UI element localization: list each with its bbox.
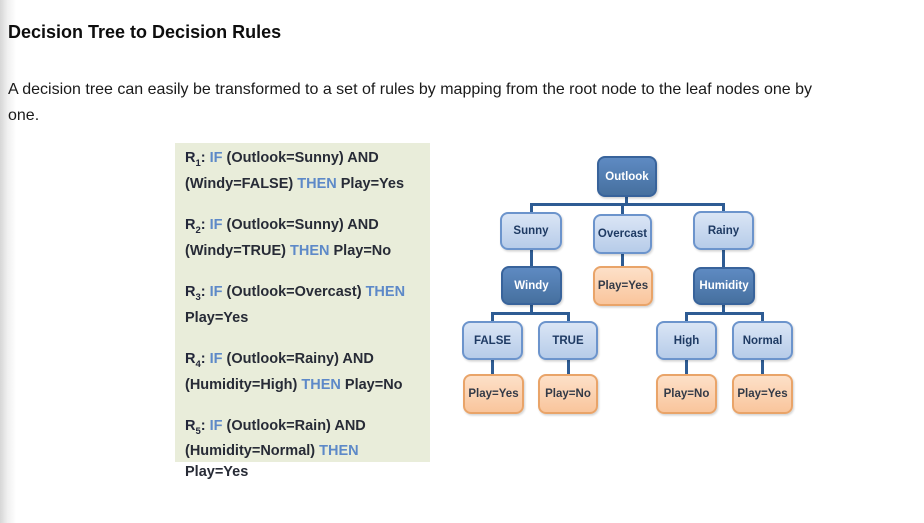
intro-line-2: one. bbox=[8, 107, 40, 124]
tree-node-overcast: Overcast bbox=[593, 214, 652, 254]
rule-text: (Humidity=Normal) bbox=[185, 443, 320, 460]
tree-connector bbox=[685, 312, 764, 315]
tree-connector bbox=[491, 312, 570, 315]
tree-connector bbox=[761, 360, 764, 374]
rule-r1: R1: IF (Outlook=Sunny) AND(Windy=FALSE) … bbox=[185, 148, 422, 195]
rule-keyword: THEN bbox=[290, 242, 330, 259]
tree-connector bbox=[685, 312, 688, 321]
tree-node-play-no-high: Play=No bbox=[656, 374, 717, 414]
tree-node-sunny: Sunny bbox=[500, 212, 562, 250]
tree-node-play-yes-normal: Play=Yes bbox=[732, 374, 793, 414]
rule-text: (Outlook=Rainy) AND bbox=[222, 350, 374, 367]
rule-text: (Humidity=High) bbox=[185, 376, 302, 393]
rule-text: Play=Yes bbox=[185, 464, 249, 481]
rule-line: (Windy=TRUE) THEN Play=No bbox=[185, 241, 422, 262]
rule-line: (Windy=FALSE) THEN Play=Yes bbox=[185, 174, 422, 195]
tree-connector bbox=[491, 360, 494, 374]
tree-node-play-no-true: Play=No bbox=[538, 374, 598, 414]
tree-connector bbox=[567, 312, 570, 321]
rule-text: (Windy=FALSE) bbox=[185, 175, 298, 192]
tree-node-play-yes-false: Play=Yes bbox=[463, 374, 524, 414]
tree-node-rainy: Rainy bbox=[693, 211, 754, 250]
tree-connector bbox=[530, 203, 533, 212]
rule-text: (Outlook=Rain) AND bbox=[222, 417, 366, 434]
rule-line: (Humidity=High) THEN Play=No bbox=[185, 375, 422, 396]
intro-line-1: A decision tree can easily be transforme… bbox=[8, 81, 813, 98]
rule-label: R4: bbox=[185, 350, 210, 370]
rule-line: R5: IF (Outlook=Rain) AND bbox=[185, 416, 422, 442]
rule-label: R5: bbox=[185, 417, 210, 437]
page-title: Decision Tree to Decision Rules bbox=[8, 22, 282, 42]
tree-connector bbox=[530, 250, 533, 266]
rule-label: R2: bbox=[185, 216, 210, 236]
tree-node-humidity: Humidity bbox=[693, 267, 755, 305]
tree-connector bbox=[567, 360, 570, 374]
tree-node-high: High bbox=[656, 321, 717, 360]
tree-node-play-yes-overcast: Play=Yes bbox=[593, 266, 653, 306]
rule-text: Play=No bbox=[329, 242, 392, 259]
rule-r4: R4: IF (Outlook=Rainy) AND(Humidity=High… bbox=[185, 349, 422, 396]
intro-paragraph: A decision tree can easily be transforme… bbox=[8, 77, 924, 129]
tree-node-false: FALSE bbox=[462, 321, 523, 360]
tree-connector bbox=[530, 203, 725, 206]
tree-connector bbox=[625, 197, 628, 206]
rule-line: Play=Yes bbox=[185, 308, 422, 329]
rule-text: (Outlook=Sunny) AND bbox=[222, 150, 379, 166]
rule-keyword: THEN bbox=[365, 283, 406, 300]
rule-line: Play=Yes bbox=[185, 462, 422, 483]
rule-text: (Outlook=Overcast) bbox=[222, 283, 366, 300]
rule-keyword: IF bbox=[209, 350, 223, 367]
rule-line: (Humidity=Normal) THEN bbox=[185, 441, 422, 462]
rules-panel: R1: IF (Outlook=Sunny) AND(Windy=FALSE) … bbox=[175, 143, 430, 480]
tree-connector bbox=[530, 305, 533, 314]
rule-keyword: THEN bbox=[301, 376, 341, 393]
rule-text: Play=Yes bbox=[336, 175, 405, 192]
rule-keyword: THEN bbox=[319, 443, 359, 460]
rule-r2: R2: IF (Outlook=Sunny) AND(Windy=TRUE) T… bbox=[185, 215, 422, 262]
tree-connector bbox=[722, 250, 725, 267]
tree-node-windy: Windy bbox=[501, 266, 562, 305]
tree-connector bbox=[621, 203, 624, 214]
tree-connector bbox=[621, 254, 624, 266]
tree-node-outlook: Outlook bbox=[597, 156, 657, 197]
rule-r5: R5: IF (Outlook=Rain) AND(Humidity=Norma… bbox=[185, 416, 422, 484]
rule-text: Play=No bbox=[340, 376, 403, 393]
rule-text: (Windy=TRUE) bbox=[185, 242, 290, 259]
rule-keyword: IF bbox=[209, 417, 223, 434]
tree-node-normal: Normal bbox=[732, 321, 793, 360]
rule-text: (Outlook=Sunny) AND bbox=[222, 216, 379, 233]
rule-keyword: IF bbox=[209, 150, 223, 166]
tree-connector bbox=[491, 312, 494, 321]
rule-line: R3: IF (Outlook=Overcast) THEN bbox=[185, 282, 422, 308]
tree-connector bbox=[761, 312, 764, 321]
tree-connector bbox=[722, 305, 725, 314]
rule-line: R1: IF (Outlook=Sunny) AND bbox=[185, 148, 422, 174]
rule-keyword: IF bbox=[209, 216, 223, 233]
rule-label: R1: bbox=[185, 150, 210, 169]
rule-label: R3: bbox=[185, 283, 210, 303]
rule-line: R4: IF (Outlook=Rainy) AND bbox=[185, 349, 422, 375]
rule-text: Play=Yes bbox=[185, 309, 249, 326]
tree-node-true: TRUE bbox=[538, 321, 598, 360]
rule-keyword: THEN bbox=[297, 175, 337, 192]
tree-connector bbox=[685, 360, 688, 374]
rule-keyword: IF bbox=[209, 283, 223, 300]
tree-connector bbox=[722, 203, 725, 211]
rule-line: R2: IF (Outlook=Sunny) AND bbox=[185, 215, 422, 241]
